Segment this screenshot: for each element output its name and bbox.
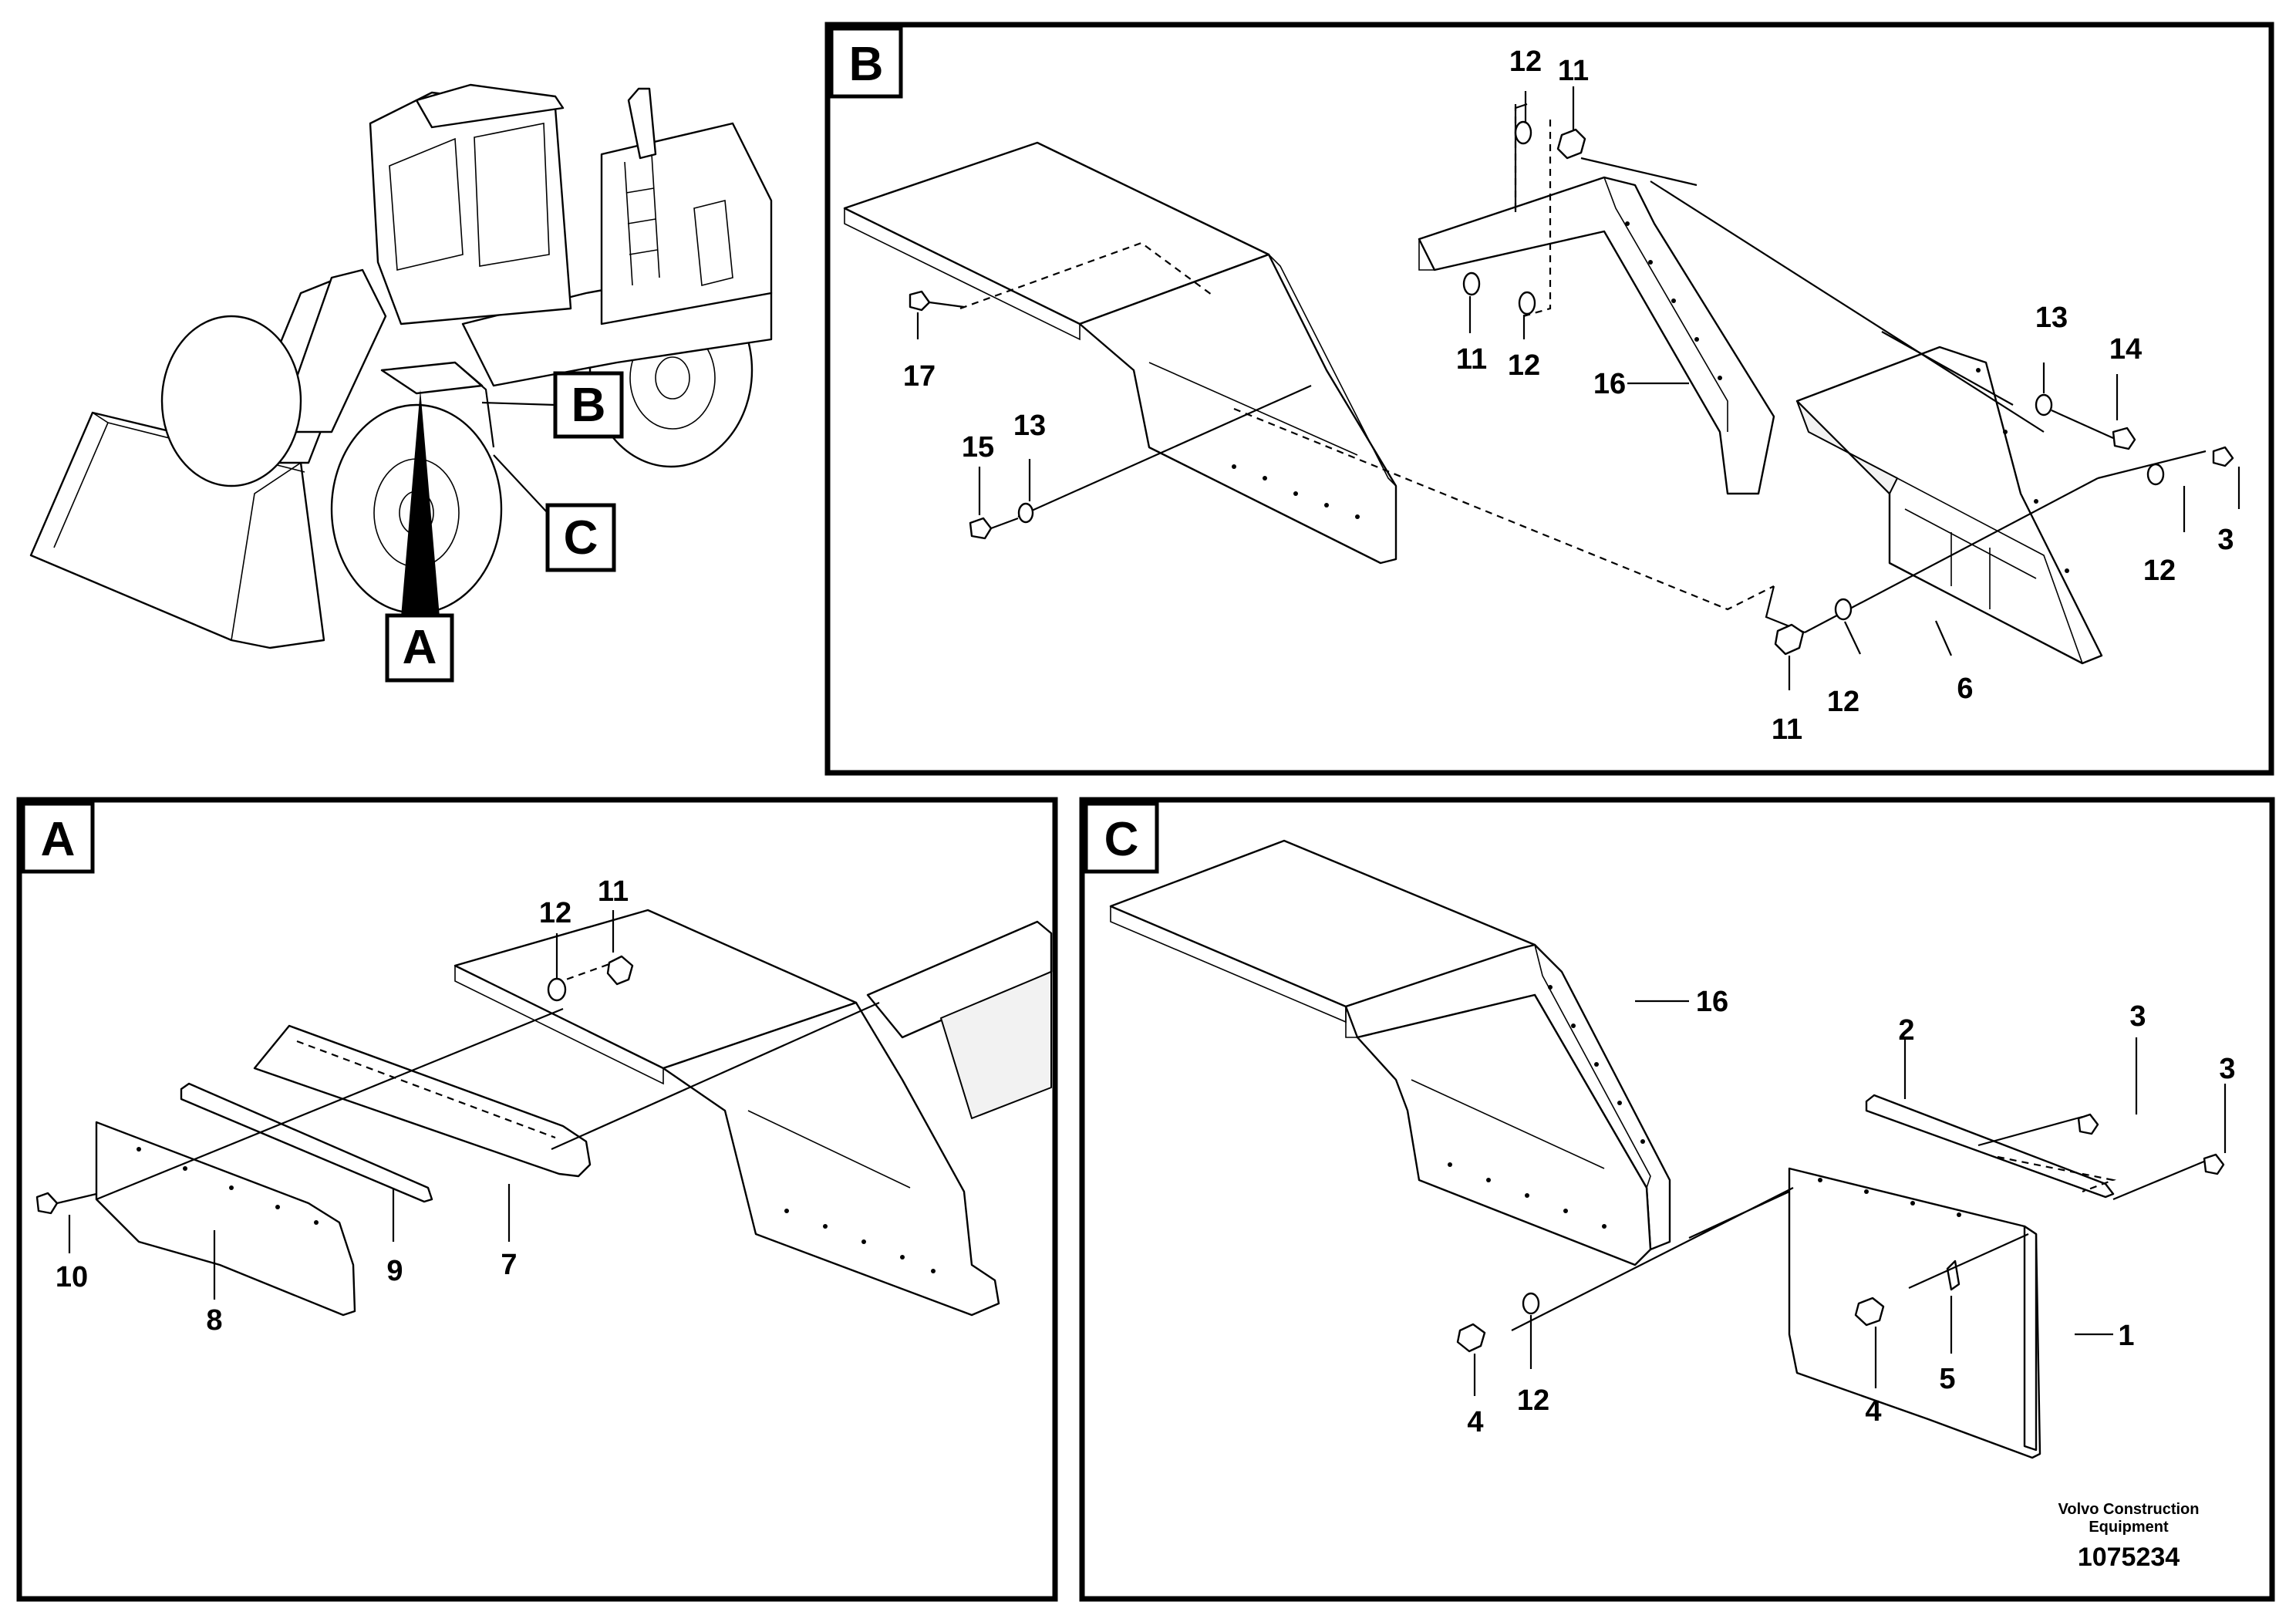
label-11: 11 <box>1456 343 1487 376</box>
fasteners-b <box>909 120 2234 656</box>
label-1: 1 <box>2118 1320 2134 1352</box>
document-number: 1075234 <box>2078 1543 2180 1572</box>
bracket-16 <box>1418 176 1775 495</box>
strip-2 <box>1865 1094 2115 1199</box>
label-7: 7 <box>501 1249 517 1281</box>
panel-b-tag-box <box>829 26 903 99</box>
label-12: 12 <box>1827 686 1859 718</box>
callout-c-label: C <box>564 511 598 565</box>
label-16: 16 <box>1696 986 1728 1018</box>
panel-a-tag-box <box>21 801 95 874</box>
label-2: 2 <box>1898 1014 1914 1047</box>
label-3: 3 <box>2219 1053 2235 1085</box>
label-12: 12 <box>1508 349 1540 382</box>
label-17: 17 <box>903 360 936 393</box>
panel-c-tag-box <box>1084 801 1159 874</box>
panel-a: A 12 11 10 8 9 7 <box>16 797 1058 1602</box>
company-name-line1: Volvo Construction <box>2058 1501 2200 1518</box>
panel-a-tag: A <box>41 813 76 866</box>
label-13: 13 <box>1013 410 1046 442</box>
label-15: 15 <box>962 431 994 464</box>
label-12: 12 <box>2143 555 2176 587</box>
callout-b-box[interactable] <box>553 371 624 439</box>
wheel-loader-overview: A B C <box>29 83 773 683</box>
label-4: 4 <box>1467 1406 1483 1438</box>
panel-b: B <box>824 22 2274 776</box>
callout-a-box[interactable] <box>385 613 454 683</box>
panel-c-tag: C <box>1104 813 1139 866</box>
strip-9 <box>180 1082 433 1203</box>
label-5: 5 <box>1939 1363 1955 1395</box>
edge-strip-7 <box>253 1024 592 1178</box>
label-11: 11 <box>1558 55 1589 87</box>
panel-b-tag: B <box>849 38 884 91</box>
label-13: 13 <box>2035 302 2068 334</box>
label-3: 3 <box>2129 1000 2146 1033</box>
label-11: 11 <box>1772 713 1802 746</box>
label-4: 4 <box>1865 1395 1881 1428</box>
label-9: 9 <box>386 1255 403 1287</box>
fender-side-panel <box>1356 993 1652 1266</box>
callout-b-label: B <box>571 379 606 432</box>
label-12: 12 <box>1509 46 1542 78</box>
callout-c-box[interactable] <box>545 503 616 572</box>
label-6: 6 <box>1957 673 1973 705</box>
label-3: 3 <box>2217 524 2234 556</box>
company-name-line2: Equipment <box>2089 1519 2169 1536</box>
mud-flap-8 <box>95 1121 356 1317</box>
label-16: 16 <box>1593 368 1626 400</box>
label-8: 8 <box>206 1304 222 1337</box>
panel-c: C 16 2 3 <box>1079 797 2275 1602</box>
clip-5 <box>1946 1259 1961 1291</box>
label-12: 12 <box>539 897 571 929</box>
label-14: 14 <box>2109 333 2142 366</box>
label-10: 10 <box>56 1261 88 1293</box>
callout-a-label: A <box>403 621 437 674</box>
fender-side-panel <box>662 1001 1000 1317</box>
label-12: 12 <box>1517 1384 1549 1417</box>
label-11: 11 <box>598 875 629 908</box>
